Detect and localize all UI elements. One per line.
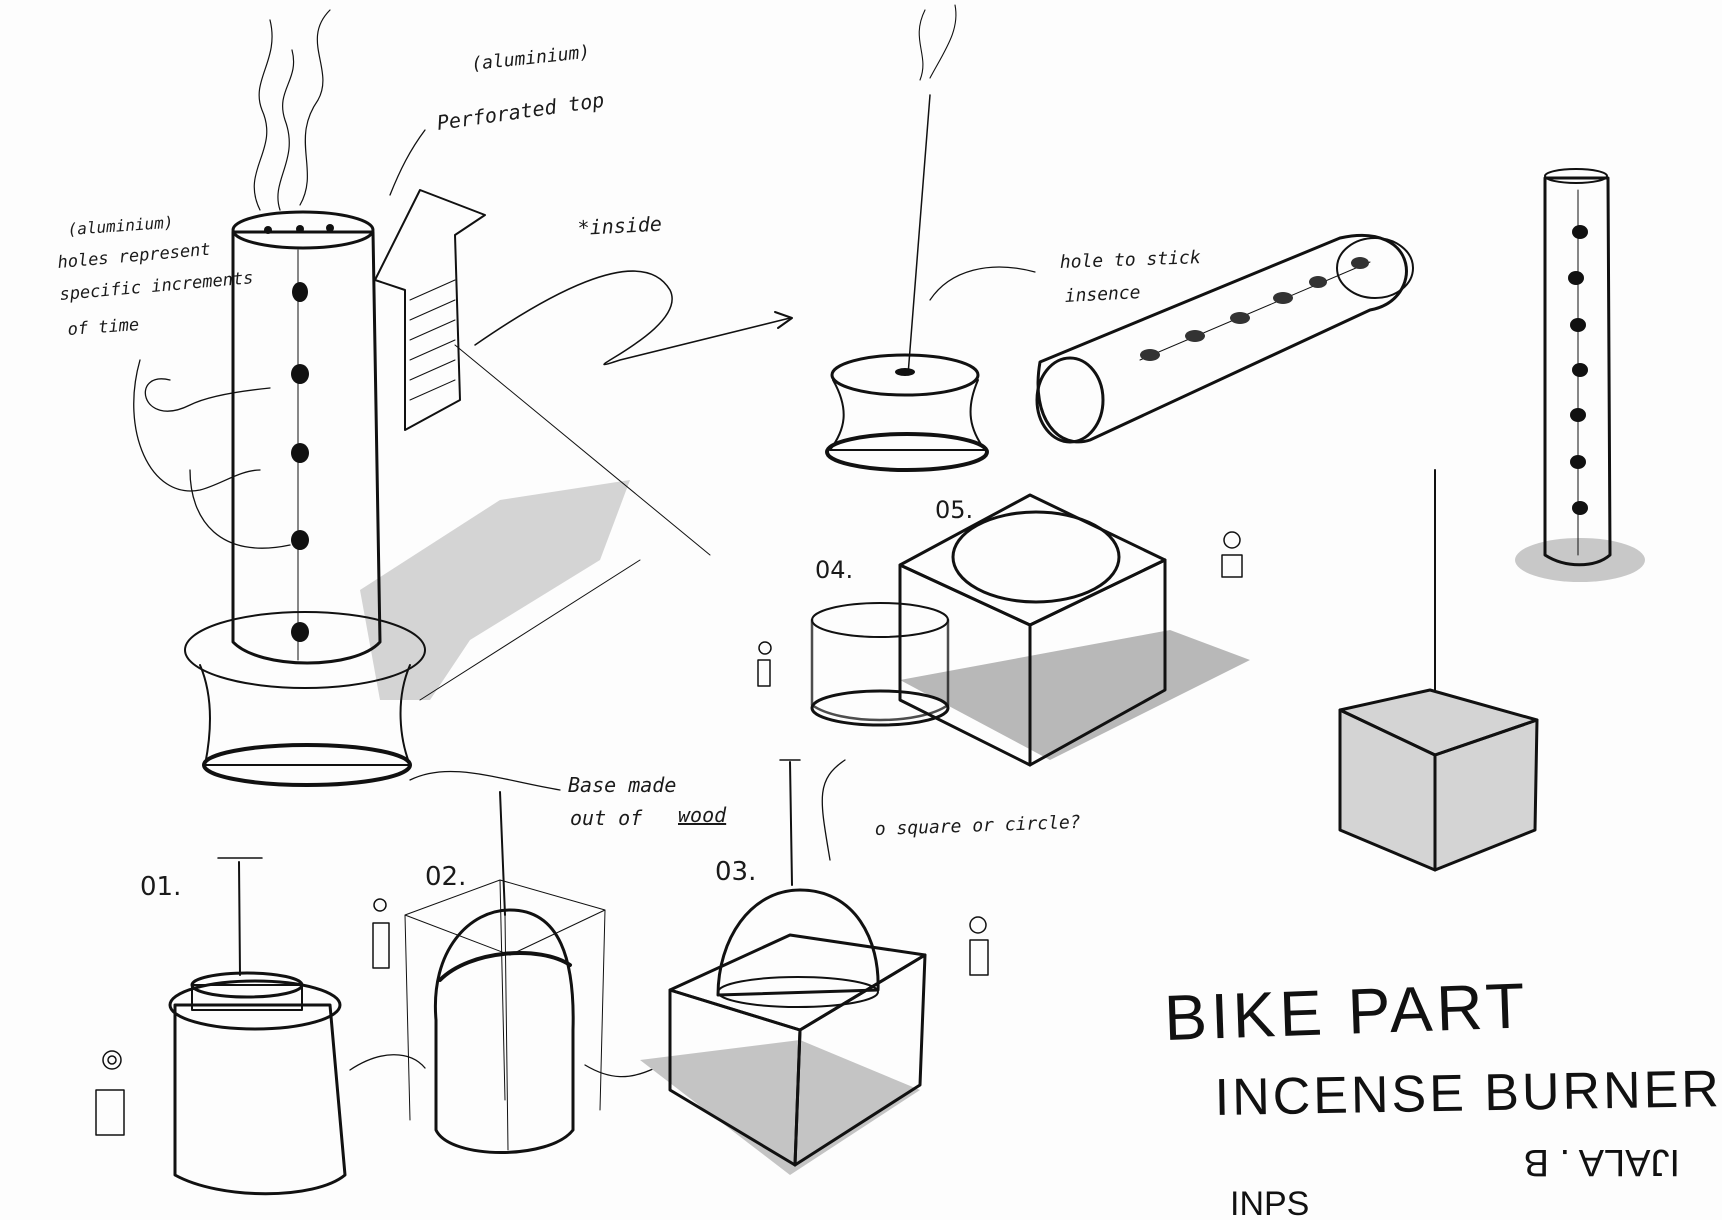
note-holes-3: of time	[67, 315, 140, 340]
note-square-or-circle: o square or circle?	[874, 812, 1081, 840]
sketch-02	[372, 791, 656, 1154]
sketch-04-05	[757, 493, 1250, 861]
label-02: 02.	[425, 862, 466, 892]
note-aluminium-left: (aluminium)	[67, 213, 174, 239]
mirrored-text-a: INPS	[1230, 1185, 1309, 1220]
note-hole-to-stick: hole to stick	[1059, 247, 1201, 273]
note-base-1: Base made	[568, 773, 676, 797]
spool-sketch	[825, 4, 1036, 472]
vertical-tube-sketch	[1515, 168, 1645, 582]
title-bike-part: BIKE PART	[1163, 969, 1530, 1054]
note-aluminium-top: (aluminium)	[470, 42, 591, 75]
label-04: 04.	[815, 556, 853, 584]
label-03: 03.	[715, 857, 756, 887]
label-01: 01.	[140, 872, 181, 902]
sketch-01	[95, 857, 426, 1196]
title-incense-burner: INCENSE BURNER	[1214, 1060, 1722, 1127]
note-holes-1: holes represent	[57, 240, 212, 273]
tower-sketch	[133, 9, 793, 791]
note-incense: insence	[1064, 282, 1141, 307]
note-base-2: out of	[570, 806, 643, 830]
note-inside: *inside	[577, 212, 662, 240]
note-base-wood: wood	[678, 803, 727, 827]
mirrored-text-b: IJALA . B	[1524, 1141, 1680, 1183]
sketch-03	[640, 759, 989, 1175]
label-05: 05.	[935, 496, 973, 524]
note-holes-2: specific increments	[59, 268, 254, 305]
cube-stick-sketch	[1338, 469, 1539, 872]
note-perforated-top: Perforated top	[435, 88, 605, 135]
horizontal-tube-sketch	[1035, 234, 1414, 444]
